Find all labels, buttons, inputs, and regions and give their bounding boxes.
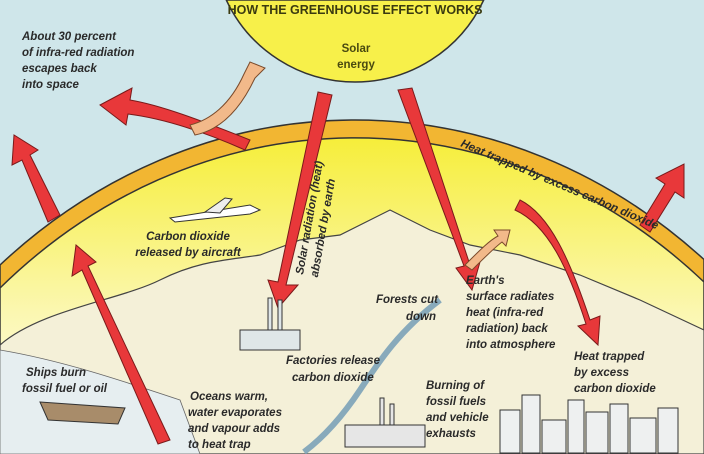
- ships-arrow-icon: [71, 244, 171, 445]
- solar-arrow-left-icon: [267, 91, 333, 309]
- solar-arrow-right-icon: [397, 87, 481, 292]
- city-icon: [499, 394, 679, 454]
- outgoing-arrow-left-icon: [11, 134, 61, 223]
- ocean: [0, 349, 201, 454]
- diagram-title: HOW THE GREENHOUSE EFFECT WORKS: [228, 3, 483, 17]
- airplane-icon: [168, 197, 262, 223]
- ship-icon: [39, 401, 126, 425]
- factory-icon: [239, 297, 301, 351]
- oceans-label: Oceans warm,water evaporates and vapour …: [188, 391, 285, 451]
- escape-arrow-icon: [99, 87, 251, 151]
- land-hills: [0, 209, 704, 454]
- outgoing-arrow-right-icon: [639, 163, 685, 233]
- reflected-heat-arrow-icon: [464, 229, 511, 271]
- trapped-arrow-icon: [514, 199, 601, 347]
- river: [302, 297, 442, 454]
- refinery-icon: [344, 397, 426, 448]
- sun: [225, 0, 485, 83]
- reflected-ribbon-icon: [189, 61, 266, 136]
